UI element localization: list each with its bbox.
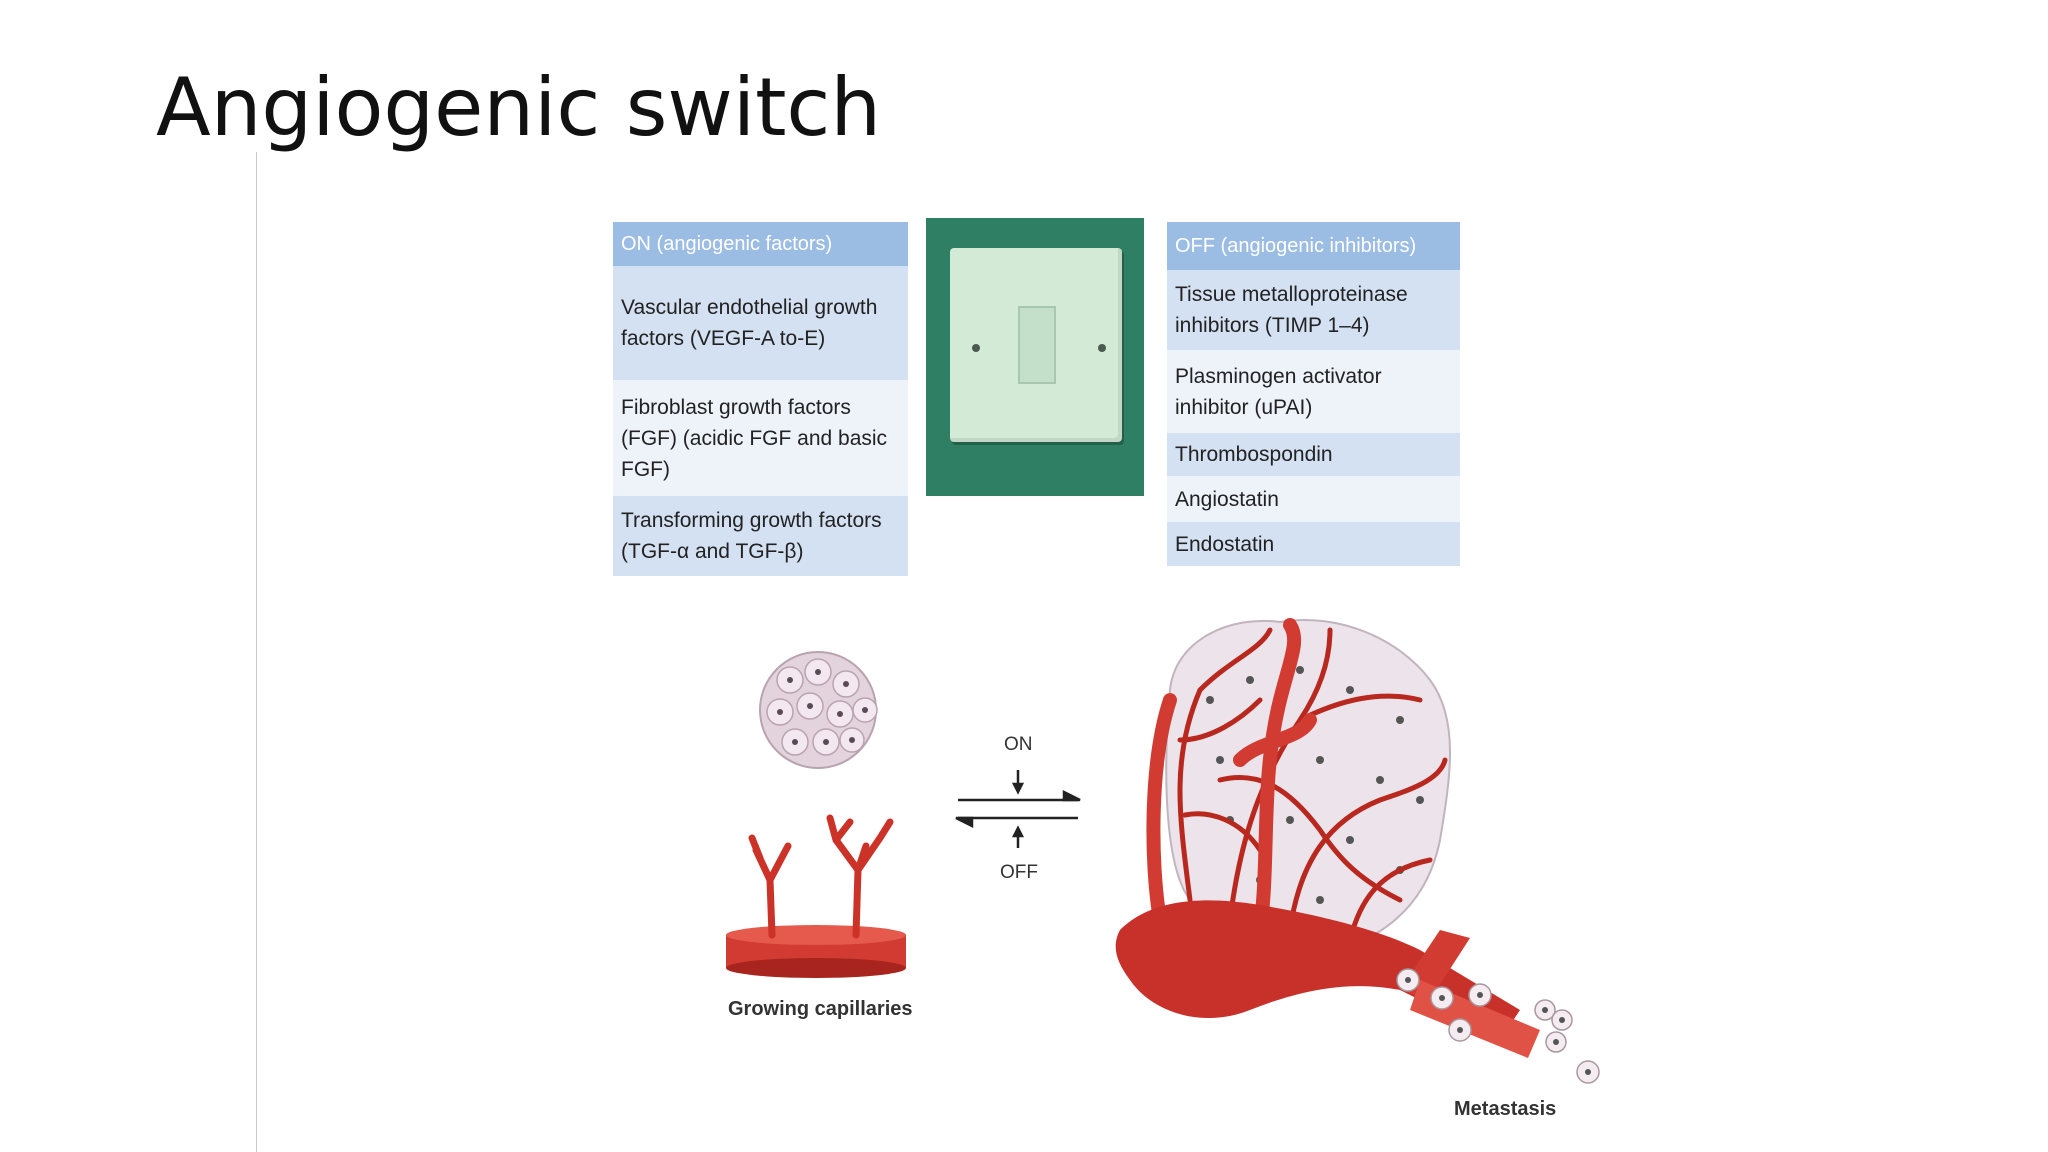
off-table-row: Tissue metalloproteinase inhibitors (TIM… [1167,270,1460,350]
switch-off-label: OFF [1000,862,1038,883]
off-inhibitors-table: OFF (angiogenic inhibitors) Tissue metal… [1167,222,1460,566]
metastasis-label: Metastasis [1454,1098,1557,1120]
screw-icon [1098,344,1106,352]
off-table-row: Endostatin [1167,522,1460,566]
off-table-row: Angiostatin [1167,476,1460,522]
slide-left-rule [256,152,257,1152]
screw-icon [972,344,980,352]
off-table-row: Thrombospondin [1167,433,1460,476]
switch-on-label: ON [1004,734,1033,755]
on-factors-table: ON (angiogenic factors) Vascular endothe… [613,222,908,576]
on-table-row: Fibroblast growth factors (FGF) (acidic … [613,380,908,496]
switch-arrows [955,770,1081,848]
growing-capillaries-label: Growing capillaries [728,998,913,1020]
on-table-row: Transforming growth factors (TGF-α and T… [613,496,908,576]
on-table-row: Vascular endothelial growth factors (VEG… [613,266,908,380]
off-table-header: OFF (angiogenic inhibitors) [1167,222,1460,270]
on-table-header: ON (angiogenic factors) [613,222,908,266]
avascular-tumor [759,651,878,769]
switch-plate [950,248,1122,442]
light-switch-photo [926,218,1144,496]
off-table-row: Plasminogen activator inhibitor (uPAI) [1167,350,1460,433]
vascularized-tumor [1115,618,1600,1084]
growing-capillaries [726,814,906,978]
slide-title: Angiogenic switch [156,61,882,154]
switch-rocker [1018,306,1056,384]
